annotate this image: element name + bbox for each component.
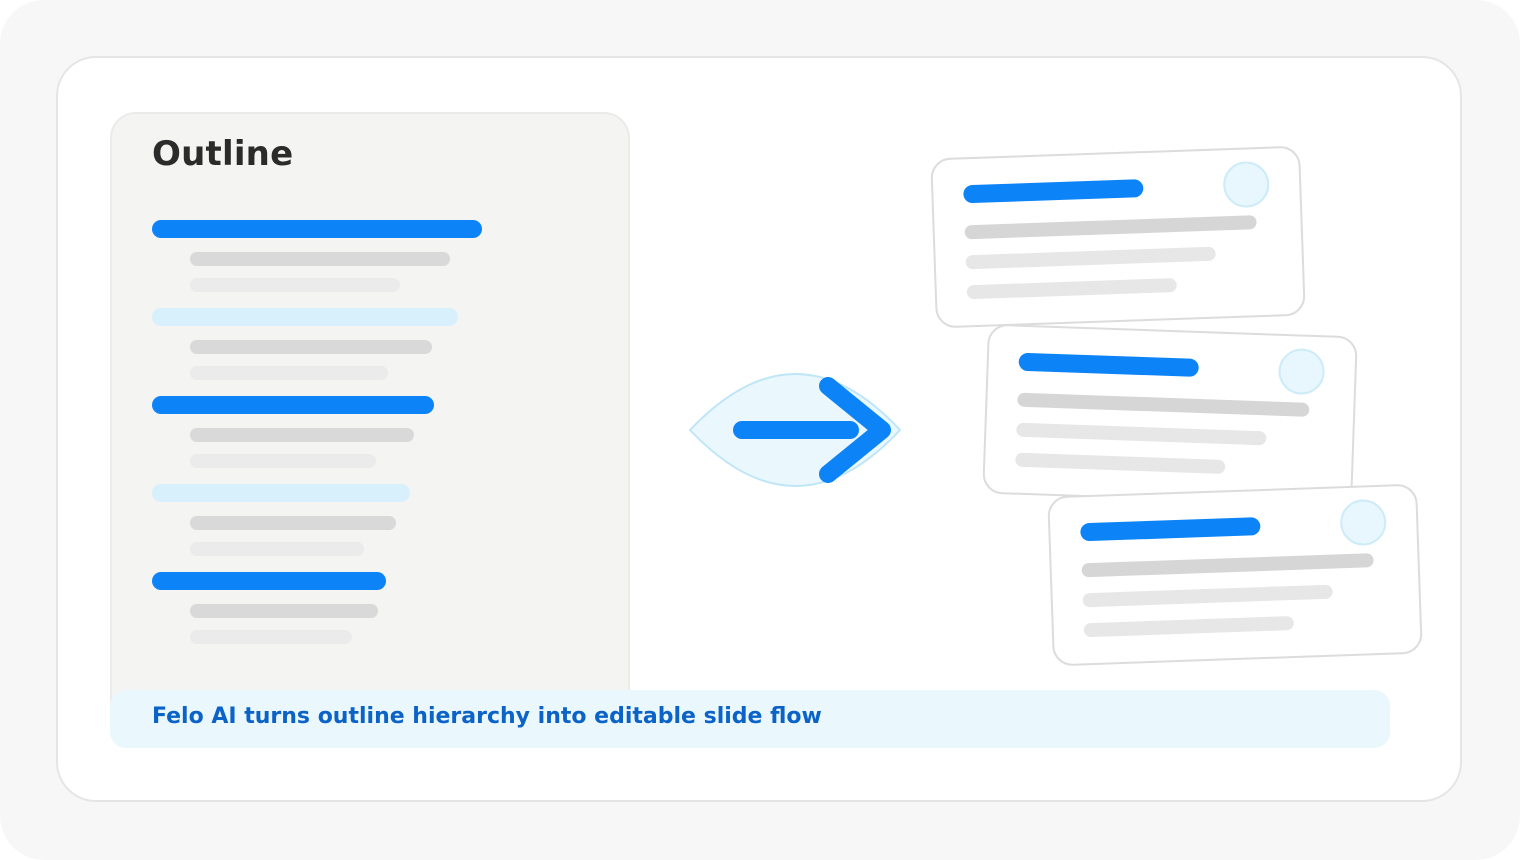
slide-line-bar: [1082, 584, 1333, 608]
outline-subitem-bar: [190, 252, 450, 266]
arrow-right-icon: [686, 350, 906, 510]
slide-line-bar: [966, 277, 1177, 300]
slide-avatar-circle: [1277, 347, 1326, 396]
slide-card-1: [930, 145, 1306, 329]
slide-line-bar: [964, 215, 1257, 240]
outline-subitem-bar: [190, 542, 364, 556]
slide-line-bar: [1015, 452, 1226, 474]
outline-title: Outline: [152, 134, 294, 174]
outline-heading-bar: [152, 572, 386, 590]
slide-line-bar: [1016, 422, 1267, 446]
outline-subitem-bar: [190, 278, 400, 292]
outline-heading-bar: [152, 396, 434, 414]
slide-line-bar: [965, 246, 1216, 270]
outline-heading-bar: [152, 220, 482, 238]
outline-subitem-bar: [190, 604, 378, 618]
slide-line-bar: [1083, 615, 1294, 638]
slide-title-bar: [1080, 517, 1261, 542]
outline-subitem-bar: [190, 428, 414, 442]
slide-line-bar: [1017, 392, 1310, 417]
caption-banner: Felo AI turns outline hierarchy into edi…: [110, 690, 1390, 748]
caption-text: Felo AI turns outline hierarchy into edi…: [152, 704, 822, 729]
slide-card-2: [982, 323, 1358, 507]
slide-avatar-circle: [1339, 498, 1388, 547]
slide-title-bar: [963, 179, 1144, 204]
outline-subitem-bar: [190, 630, 352, 644]
slide-title-bar: [1018, 352, 1199, 377]
outline-subitem-bar: [190, 366, 388, 380]
outline-panel: [110, 112, 630, 732]
outline-subitem-bar: [190, 516, 396, 530]
outline-heading-bar-highlight: [152, 484, 410, 502]
slide-avatar-circle: [1222, 160, 1271, 209]
outline-heading-bar-highlight: [152, 308, 458, 326]
outline-subitem-bar: [190, 340, 432, 354]
slide-line-bar: [1081, 553, 1374, 578]
slide-card-3: [1047, 483, 1423, 667]
outline-subitem-bar: [190, 454, 376, 468]
